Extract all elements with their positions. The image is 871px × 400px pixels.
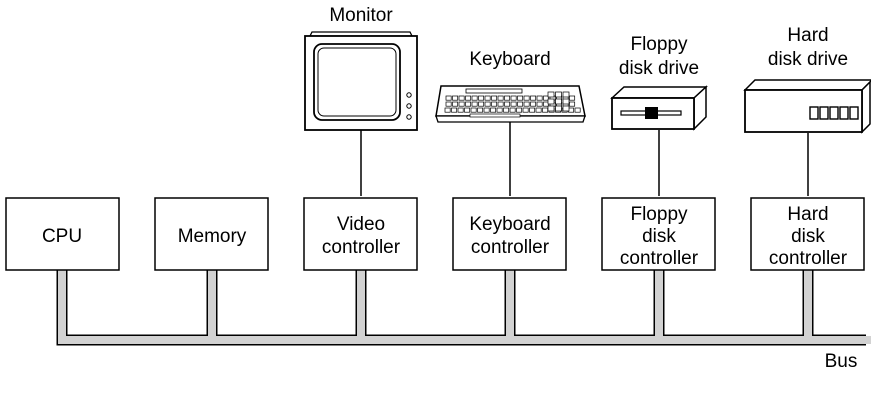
keypad-key [547, 105, 555, 112]
keyboard-key [529, 107, 536, 113]
keyboard-key [452, 101, 459, 107]
keyboard-key [569, 95, 576, 101]
keyboard-key [444, 107, 451, 113]
keyboard-key [536, 95, 543, 101]
keyboard-key [497, 95, 504, 101]
keyboard-key [523, 95, 530, 101]
space-bar-key [469, 113, 521, 118]
keyboard-key [504, 101, 511, 107]
keyboard-key [569, 101, 576, 107]
keyboard-key [509, 107, 516, 113]
keyboard-key [484, 101, 491, 107]
keyboard-key [483, 107, 490, 113]
keyboard-key [457, 107, 464, 113]
keyboard-key [530, 95, 537, 101]
system-bus [56, 268, 871, 346]
keyboard-controller-label-line1: Keyboard [469, 214, 550, 235]
keypad-key [555, 91, 562, 98]
keypad-key [555, 105, 562, 112]
keyboard-key [478, 101, 485, 107]
cpu-box: CPU [5, 197, 120, 271]
monitor-icon [304, 31, 418, 131]
keyboard-key [496, 107, 503, 113]
memory-box: Memory [154, 197, 269, 271]
video-controller-box: Video controller [303, 197, 418, 271]
keyboard-key [543, 95, 550, 101]
keyboard-label: Keyboard [469, 49, 550, 70]
hard-disk-drive-icon [743, 79, 871, 134]
keyboard-key [503, 107, 510, 113]
video-controller-label-line2: controller [322, 237, 401, 258]
keyboard-key [471, 95, 478, 101]
hard-disk-controller-box: Hard disk controller [750, 197, 865, 271]
keyboard-key [458, 101, 465, 107]
keyboard-key [523, 101, 530, 107]
keyboard-key [504, 95, 511, 101]
keyboard-key [491, 101, 498, 107]
cpu-label: CPU [42, 226, 82, 247]
keypad-key [562, 98, 570, 105]
floppy-drive-label-line1: Floppy [630, 34, 688, 55]
floppy-controller-label-line1: Floppy [630, 204, 688, 225]
memory-label: Memory [178, 226, 247, 247]
hard-drive-label-line2: disk drive [768, 49, 848, 70]
keyboard-key [491, 95, 498, 101]
keyboard-icon [435, 85, 586, 123]
keyboard-key [458, 95, 465, 101]
keyboard-keys [444, 91, 581, 118]
keypad-key [562, 105, 570, 112]
keyboard-key [510, 95, 517, 101]
hard-disk-controller-label-line1: Hard [787, 204, 828, 225]
bus-label: Bus [825, 351, 858, 372]
keyboard-key [452, 95, 459, 101]
floppy-controller-label-line2: disk [642, 226, 676, 247]
keyboard-key [445, 101, 452, 107]
hard-drive-label-line1: Hard [787, 25, 828, 46]
floppy-drive-label-line2: disk drive [619, 58, 699, 79]
keyboard-key [516, 107, 523, 113]
keyboard-controller-box: Keyboard controller [452, 197, 567, 271]
keyboard-key [535, 107, 542, 113]
keyboard-key [497, 101, 504, 107]
keyboard-key [478, 95, 485, 101]
floppy-controller-box: Floppy disk controller [601, 197, 716, 271]
keyboard-key [490, 107, 497, 113]
keypad-key [547, 91, 555, 98]
floppy-controller-label-line3: controller [620, 248, 699, 269]
keypad-key [555, 98, 562, 105]
keypad-key [547, 98, 555, 105]
keyboard-key [465, 101, 472, 107]
keyboard-key [542, 107, 549, 113]
keyboard-key [470, 107, 477, 113]
floppy-drive-icon [610, 85, 708, 131]
video-controller-label-line1: Video [337, 214, 385, 235]
keyboard-key [530, 101, 537, 107]
keyboard-controller-label-line2: controller [471, 237, 550, 258]
keyboard-key [471, 101, 478, 107]
monitor-label: Monitor [329, 5, 393, 26]
keyboard-key [510, 101, 517, 107]
keypad-key [562, 91, 570, 98]
keyboard-key [522, 107, 529, 113]
keyboard-key [484, 95, 491, 101]
keyboard-key [464, 107, 471, 113]
keyboard-key [536, 101, 543, 107]
keyboard-key [445, 95, 452, 101]
keyboard-key [574, 107, 581, 113]
keyboard-key [451, 107, 458, 113]
hard-disk-controller-label-line3: controller [769, 248, 848, 269]
keyboard-key [517, 95, 524, 101]
hard-disk-controller-label-line2: disk [791, 226, 825, 247]
keyboard-key [477, 107, 484, 113]
keyboard-key [465, 95, 472, 101]
keyboard-key [517, 101, 524, 107]
